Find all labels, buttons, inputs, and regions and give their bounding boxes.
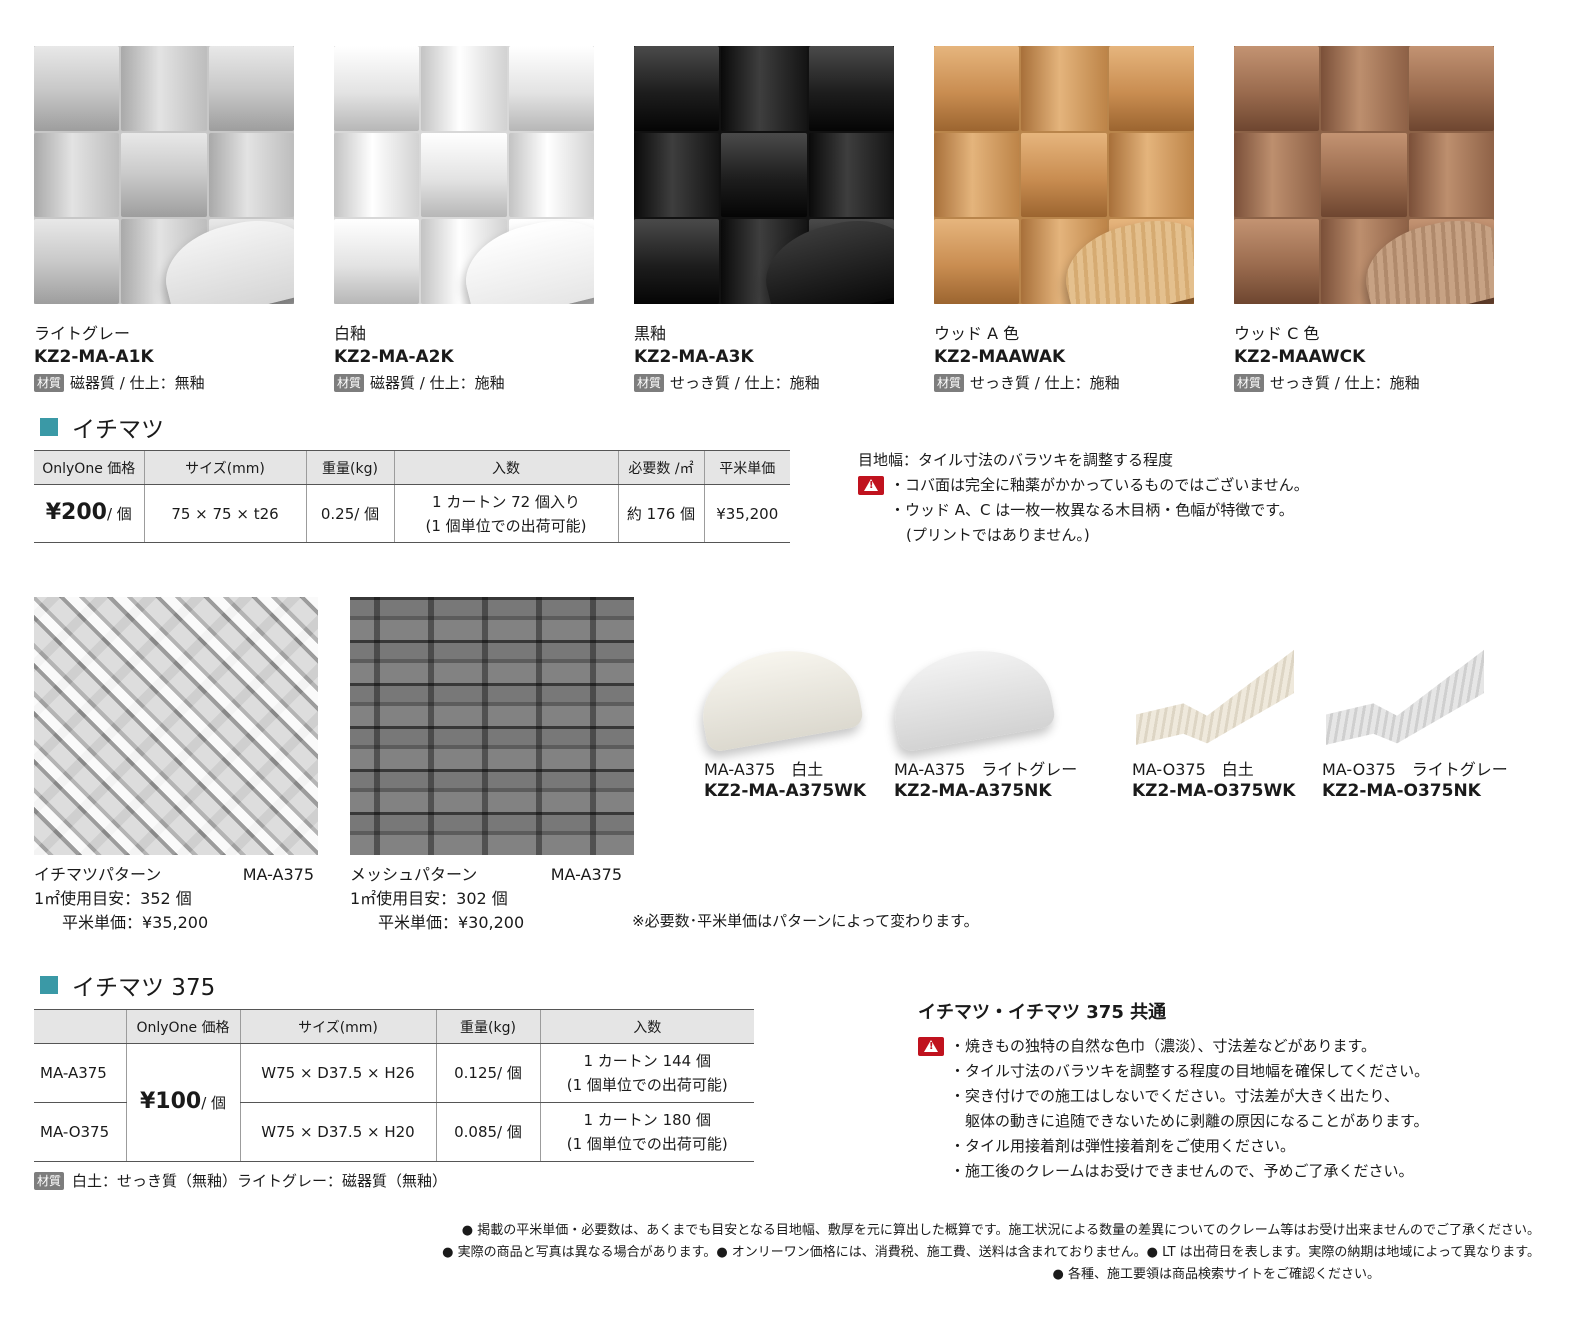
product-code[interactable]: KZ2-MA-A3K — [634, 347, 754, 367]
tile-code[interactable]: KZ2-MA-A375WK — [704, 781, 867, 801]
ichimatsu-pattern-image — [34, 597, 318, 855]
footer-notes: ● 掲載の平米単価・必要数は、あくまでも目安となる目地幅、敷厚を元に算出した概算… — [442, 1223, 1540, 1282]
price-cell: ¥100/ 個 — [125, 1043, 240, 1162]
price-cell: ¥200/ 個 — [34, 484, 144, 543]
tile-code[interactable]: KZ2-MA-A375NK — [894, 781, 1052, 801]
tile-name: MA-A375 ライトグレー — [894, 760, 1078, 779]
material-badge: 材質 — [34, 373, 65, 392]
product-image-wood-c — [1234, 46, 1494, 304]
product-material: 材質磁器質 / 仕上：施釉 — [334, 372, 505, 393]
table-row: MA-A375 ¥100/ 個 W75 × D37.5 × H26 0.125/… — [34, 1043, 754, 1162]
section-heading-ichimatsu: イチマツ — [40, 410, 164, 444]
material-badge: 材質 — [34, 1171, 65, 1190]
tile-image-o375-grey — [1320, 630, 1490, 750]
product-material: 材質せっき質 / 仕上：施釉 — [634, 372, 820, 393]
tile-image-a375-grey — [885, 630, 1057, 754]
product-image-lightgrey — [34, 46, 294, 304]
tile-name: MA-O375 白土 — [1132, 760, 1254, 779]
section-heading-ichimatsu375: イチマツ 375 — [40, 968, 215, 1002]
product-image-wood-a — [934, 46, 1194, 304]
product-color: ウッド A 色 — [934, 324, 1020, 343]
common-notes-title: イチマツ・イチマツ 375 共通 — [918, 1002, 1167, 1023]
product-code[interactable]: KZ2-MA-A1K — [34, 347, 154, 367]
product-image-white-glaze — [334, 46, 594, 304]
mesh-pattern-image — [350, 597, 634, 855]
tile-code[interactable]: KZ2-MA-O375NK — [1322, 781, 1481, 801]
warning-icon — [918, 1037, 944, 1056]
product-code[interactable]: KZ2-MAAWAK — [934, 347, 1066, 367]
tile-image-a375-white — [693, 630, 865, 754]
quantity-cell: 1 カートン 180 個(1 個単位での出荷可能) — [539, 1102, 754, 1162]
tile-image-o375-white — [1130, 630, 1300, 750]
joint-notes: 目地幅：タイル寸法のバラツキを調整する程度 ・コバ面は完全に釉薬がかかっているも… — [858, 448, 1309, 548]
quantity-cell: 1 カートン 144 個(1 個単位での出荷可能) — [539, 1043, 754, 1103]
warning-icon — [858, 476, 884, 495]
material-badge: 材質 — [334, 373, 365, 392]
table-row: MA-O375 W75 × D37.5 × H20 0.085/ 個 1 カート… — [34, 1102, 754, 1162]
material-badge: 材質 — [934, 373, 965, 392]
table-header-row: OnlyOne 価格 サイズ(mm) 重量(kg) 入数 必要数 /㎡ 平米単価 — [34, 450, 790, 485]
ichimatsu375-spec-table: OnlyOne 価格 サイズ(mm) 重量(kg) 入数 MA-A375 ¥10… — [34, 1009, 754, 1162]
ichimatsu-spec-table: OnlyOne 価格 サイズ(mm) 重量(kg) 入数 必要数 /㎡ 平米単価… — [34, 450, 790, 543]
section-square-icon — [40, 976, 58, 994]
product-material: 材質磁器質 / 仕上：無釉 — [34, 372, 205, 393]
product-material: 材質せっき質 / 仕上：施釉 — [1234, 372, 1420, 393]
material-badge: 材質 — [634, 373, 665, 392]
product-color: 黒釉 — [634, 324, 667, 343]
quantity-cell: 1 カートン 72 個入り(1 個単位での出荷可能) — [393, 484, 618, 543]
product-code[interactable]: KZ2-MAAWCK — [1234, 347, 1366, 367]
product-color: ライトグレー — [34, 324, 131, 343]
tile-name: MA-A375 白土 — [704, 760, 824, 779]
product-color: ウッド C 色 — [1234, 324, 1320, 343]
table-row: ¥200/ 個 75 × 75 × t26 0.25/ 個 1 カートン 72 … — [34, 484, 790, 543]
pattern-note: ※必要数･平米単価はパターンによって変わります。 — [632, 912, 979, 930]
tile-name: MA-O375 ライトグレー — [1322, 760, 1508, 779]
product-code[interactable]: KZ2-MA-A2K — [334, 347, 454, 367]
product-image-black-glaze — [634, 46, 894, 304]
tile-code[interactable]: KZ2-MA-O375WK — [1132, 781, 1296, 801]
product-material: 材質せっき質 / 仕上：施釉 — [934, 372, 1120, 393]
table-header-row: OnlyOne 価格 サイズ(mm) 重量(kg) 入数 — [34, 1009, 754, 1044]
section-square-icon — [40, 418, 58, 436]
product-color: 白釉 — [334, 324, 367, 343]
common-notes: ・焼きもの独特の自然な色巾（濃淡）、寸法差などがあります。 ・タイル寸法のバラツ… — [918, 1034, 1429, 1184]
material-badge: 材質 — [1234, 373, 1265, 392]
ichimatsu375-material: 材質 白土：せっき質（無釉）ライトグレー：磁器質（無釉） — [34, 1170, 447, 1191]
